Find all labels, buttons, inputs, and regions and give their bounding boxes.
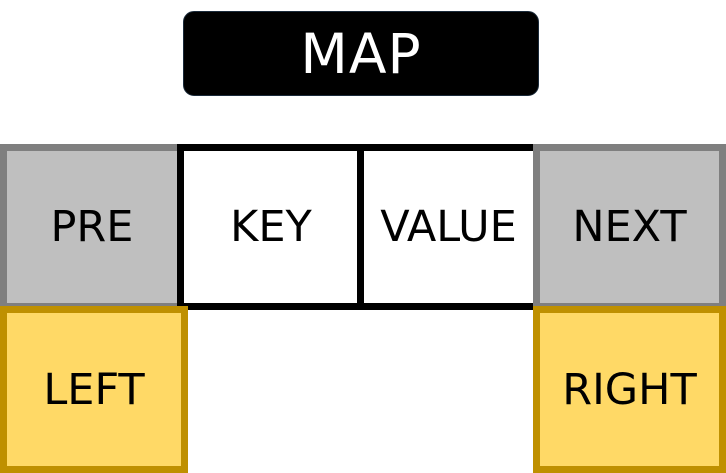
value-cell: VALUE (357, 144, 540, 310)
right-cell: RIGHT (533, 306, 726, 473)
value-label: VALUE (380, 202, 517, 252)
pre-cell: PRE (0, 144, 184, 310)
left-cell: LEFT (0, 306, 188, 473)
key-cell: KEY (177, 144, 365, 310)
key-label: KEY (230, 202, 312, 252)
pre-label: PRE (50, 202, 134, 252)
right-label: RIGHT (562, 364, 697, 415)
left-label: LEFT (43, 364, 145, 415)
next-cell: NEXT (533, 144, 726, 310)
map-title: MAP (183, 11, 539, 96)
next-label: NEXT (572, 202, 687, 252)
